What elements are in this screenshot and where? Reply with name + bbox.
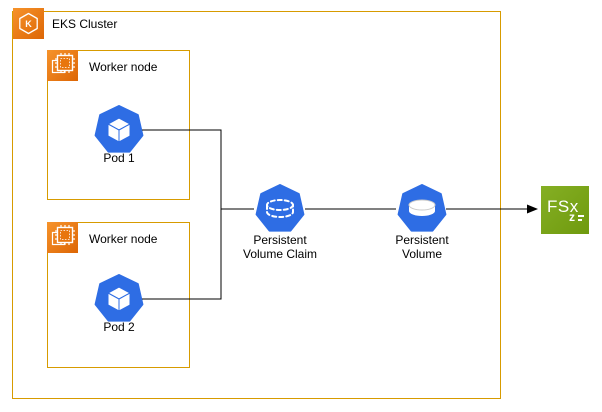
pv-label: Persistent Volume — [372, 233, 472, 261]
fsx-bar — [578, 215, 584, 217]
pvc-label-line2: Volume Claim — [242, 247, 318, 261]
fsx-sub-z: z — [569, 210, 575, 224]
worker-node-2-label: Worker node — [89, 232, 158, 246]
arrowhead — [527, 204, 538, 214]
eks-icon-letter: K — [25, 19, 32, 29]
compute-chip-icon — [47, 222, 78, 253]
pvc-label-line1: Persistent — [253, 233, 307, 247]
fsx-label: FSx — [547, 197, 579, 216]
persistent-volume-claim-icon — [255, 184, 305, 232]
worker-node-1-label: Worker node — [89, 60, 158, 74]
pod-2-label: Pod 2 — [103, 320, 135, 334]
fsx-openzfs-icon: FSx z — [541, 186, 589, 234]
eks-cluster-label: EKS Cluster — [52, 17, 118, 31]
eks-cluster-icon: K — [13, 8, 44, 39]
eks-cluster-box — [12, 11, 501, 399]
pv-label-line1: Persistent — [395, 233, 449, 247]
kubernetes-pod-icon — [94, 105, 144, 153]
persistent-volume-icon — [397, 184, 447, 232]
pod-1-label: Pod 1 — [103, 151, 135, 165]
compute-chip-icon — [47, 50, 78, 81]
pvc-label: Persistent Volume Claim — [230, 233, 330, 261]
pv-label-line2: Volume — [401, 247, 443, 261]
fsx-bar — [578, 219, 582, 221]
kubernetes-pod-icon — [94, 274, 144, 322]
worker-node-1-box: Worker node — [47, 50, 190, 200]
